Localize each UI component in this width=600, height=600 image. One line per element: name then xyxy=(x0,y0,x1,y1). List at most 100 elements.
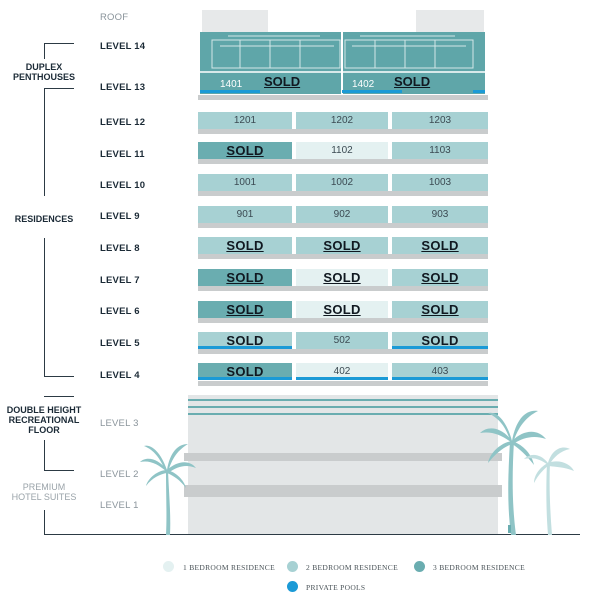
unit-l8-a[interactable]: SOLD xyxy=(198,237,292,254)
unit-l11-a[interactable]: SOLD xyxy=(198,142,292,159)
private-pool xyxy=(198,346,292,349)
private-pool xyxy=(296,377,388,380)
unit-403[interactable]: 403 xyxy=(392,363,488,380)
penthouse-unit-1401: 1401 xyxy=(220,79,243,90)
level-label-11: LEVEL 11 xyxy=(100,149,145,160)
bracket-tick xyxy=(44,470,74,471)
private-pool xyxy=(392,346,488,349)
level-label-5: LEVEL 5 xyxy=(100,338,140,349)
recreational-floor-block xyxy=(188,395,498,453)
unit-l7-b[interactable]: SOLD xyxy=(296,269,388,286)
unit-l5-c[interactable]: SOLD xyxy=(392,332,488,349)
floor-slab xyxy=(198,191,488,196)
unit-1103[interactable]: 1103 xyxy=(392,142,488,159)
unit-l7-a[interactable]: SOLD xyxy=(198,269,292,286)
unit-903[interactable]: 903 xyxy=(392,206,488,223)
private-pool xyxy=(392,377,488,380)
unit-l4-a[interactable]: SOLD xyxy=(198,363,292,380)
legend-label-private-pools: PRIVATE POOLS xyxy=(306,583,366,592)
penthouse-unit-1402: 1402 xyxy=(352,79,375,90)
legend-label-2-bedroom: 2 BEDROOM RESIDENCE xyxy=(306,563,398,572)
unit-1203[interactable]: 1203 xyxy=(392,112,488,129)
level-label-roof: ROOF xyxy=(100,12,129,23)
unit-502[interactable]: 502 xyxy=(296,332,388,349)
floor-slab xyxy=(198,381,488,386)
unit-l5-a-label: SOLD xyxy=(226,333,264,348)
unit-l7-c[interactable]: SOLD xyxy=(392,269,488,286)
group-duplex-line2: PENTHOUSES xyxy=(12,72,75,82)
unit-l6-c[interactable]: SOLD xyxy=(392,301,488,318)
bracket-line xyxy=(44,510,45,534)
unit-1201[interactable]: 1201 xyxy=(198,112,292,129)
unit-l4-a-label: SOLD xyxy=(226,364,264,379)
palm-tree-left-icon xyxy=(140,444,196,535)
level-label-10: LEVEL 10 xyxy=(100,180,146,191)
ground-line xyxy=(44,534,580,535)
level-label-3: LEVEL 3 xyxy=(100,418,139,429)
penthouse-window-grid xyxy=(200,32,485,94)
legend-swatch-1-bedroom xyxy=(163,561,174,572)
floor-slab xyxy=(184,485,502,497)
penthouse-1401-sold: SOLD xyxy=(264,74,301,89)
floor-slab xyxy=(198,286,488,291)
penthouse-block: 1401 SOLD 1402 SOLD xyxy=(200,32,485,94)
legend-label-1-bedroom: 1 BEDROOM RESIDENCE xyxy=(183,563,275,572)
floor-slab xyxy=(198,318,488,323)
unit-403-label: 403 xyxy=(431,366,449,377)
unit-902[interactable]: 902 xyxy=(296,206,388,223)
level-label-8: LEVEL 8 xyxy=(100,243,140,254)
bracket-line xyxy=(44,88,45,196)
unit-1202[interactable]: 1202 xyxy=(296,112,388,129)
unit-l6-b[interactable]: SOLD xyxy=(296,301,388,318)
floor-slab xyxy=(198,254,488,259)
bracket-tick xyxy=(44,396,74,397)
legend-swatch-3-bedroom xyxy=(414,561,425,572)
level-label-1: LEVEL 1 xyxy=(100,500,139,511)
unit-1003[interactable]: 1003 xyxy=(392,174,488,191)
unit-901[interactable]: 901 xyxy=(198,206,292,223)
glass-band xyxy=(188,413,498,415)
group-rec-line1: DOUBLE HEIGHT xyxy=(6,405,82,415)
level-label-14: LEVEL 14 xyxy=(100,41,146,52)
legend-label-3-bedroom: 3 BEDROOM RESIDENCE xyxy=(433,563,525,572)
level-label-9: LEVEL 9 xyxy=(100,211,140,222)
unit-l6-a[interactable]: SOLD xyxy=(198,301,292,318)
floor-slab xyxy=(198,223,488,228)
private-pool xyxy=(198,377,292,380)
roof-structure-right xyxy=(416,10,484,32)
unit-1001[interactable]: 1001 xyxy=(198,174,292,191)
unit-402[interactable]: 402 xyxy=(296,363,388,380)
unit-1102[interactable]: 1102 xyxy=(296,142,388,159)
group-duplex-penthouses: DUPLEX PENTHOUSES xyxy=(4,62,84,82)
glass-band xyxy=(188,406,498,408)
hotel-level-2-block xyxy=(188,461,498,485)
unit-l5-a[interactable]: SOLD xyxy=(198,332,292,349)
unit-l8-c[interactable]: SOLD xyxy=(392,237,488,254)
floor-slab xyxy=(198,349,488,354)
group-hotel-suites: PREMIUM HOTEL SUITES xyxy=(4,482,84,502)
floor-slab xyxy=(198,159,488,164)
level-label-2: LEVEL 2 xyxy=(100,469,139,480)
floor-slab xyxy=(198,129,488,134)
group-hotel-line1: PREMIUM xyxy=(22,482,66,492)
glass-band xyxy=(188,399,498,401)
level-label-4: LEVEL 4 xyxy=(100,370,140,381)
unit-402-label: 402 xyxy=(333,366,351,377)
group-residences: RESIDENCES xyxy=(14,214,74,224)
floor-slab xyxy=(198,95,488,100)
level-label-6: LEVEL 6 xyxy=(100,306,140,317)
unit-1002[interactable]: 1002 xyxy=(296,174,388,191)
roof-structure-left xyxy=(202,10,268,32)
group-hotel-line2: HOTEL SUITES xyxy=(11,492,77,502)
level-label-12: LEVEL 12 xyxy=(100,117,146,128)
bracket-line xyxy=(44,440,45,470)
floor-slab xyxy=(184,453,502,461)
group-rec-line3: FLOOR xyxy=(28,425,60,435)
bracket-tick xyxy=(44,88,74,89)
penthouse-1402-sold: SOLD xyxy=(394,74,431,89)
legend-swatch-2-bedroom xyxy=(287,561,298,572)
hotel-level-1-block xyxy=(188,497,498,534)
level-label-13: LEVEL 13 xyxy=(100,82,146,93)
group-rec-line2: RECREATIONAL xyxy=(8,415,80,425)
unit-l8-b[interactable]: SOLD xyxy=(296,237,388,254)
